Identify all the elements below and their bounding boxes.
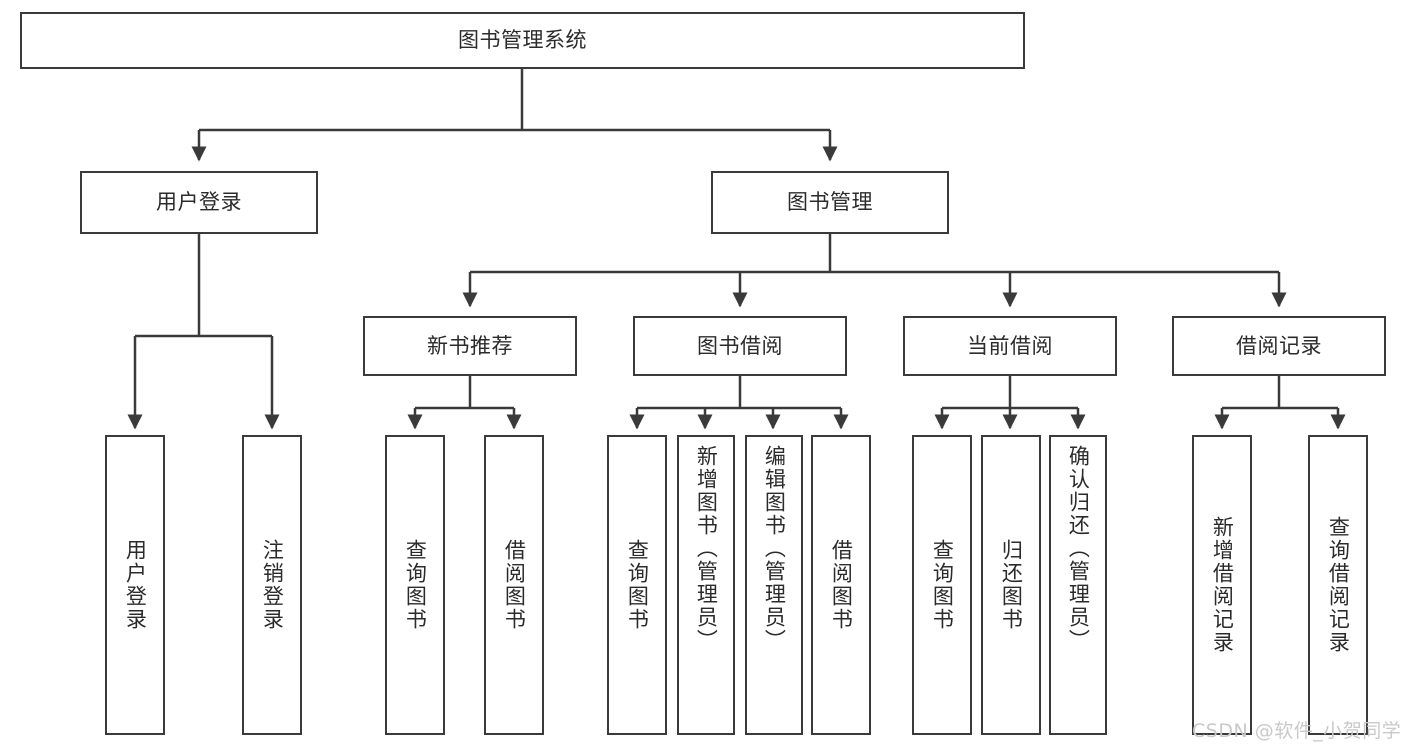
watermark-text: CSDN @软件_小贺同学 — [1192, 720, 1402, 742]
leaf-user-login-login[interactable]: 用户登录 — [105, 435, 165, 735]
node-label: 用户登录 — [156, 190, 242, 215]
node-label: 新增图书（管理员） — [694, 445, 719, 652]
node-label: 新增借阅记录 — [1210, 516, 1235, 654]
node-label: 注销登录 — [260, 539, 285, 631]
node-label: 新书推荐 — [427, 333, 513, 358]
node-label: 图书管理 — [787, 190, 873, 215]
leaf-book-borrow-edit-book-admin[interactable]: 编辑图书（管理员） — [745, 435, 803, 735]
node-label: 归还图书 — [999, 539, 1024, 631]
node-label: 确认归还（管理员） — [1066, 445, 1091, 652]
node-root-book-management-system[interactable]: 图书管理系统 — [20, 12, 1025, 69]
node-label: 查询图书 — [403, 539, 428, 631]
node-label: 查询图书 — [625, 539, 650, 631]
leaf-borrow-record-add-record[interactable]: 新增借阅记录 — [1192, 435, 1252, 735]
node-label: 当前借阅 — [967, 333, 1053, 358]
node-label: 查询图书 — [930, 539, 955, 631]
leaf-book-borrow-add-book-admin[interactable]: 新增图书（管理员） — [677, 435, 735, 735]
node-label: 借阅记录 — [1236, 333, 1322, 358]
node-book-borrow[interactable]: 图书借阅 — [633, 316, 847, 376]
node-book-management[interactable]: 图书管理 — [711, 171, 949, 234]
leaf-book-borrow-borrow-book[interactable]: 借阅图书 — [811, 435, 871, 735]
leaf-current-borrow-return-book[interactable]: 归还图书 — [981, 435, 1041, 735]
node-label: 借阅图书 — [829, 539, 854, 631]
leaf-current-borrow-confirm-return-admin[interactable]: 确认归还（管理员） — [1049, 435, 1107, 735]
node-new-book-recommend[interactable]: 新书推荐 — [363, 316, 577, 376]
node-user-login[interactable]: 用户登录 — [80, 171, 318, 234]
leaf-current-borrow-query-book[interactable]: 查询图书 — [912, 435, 972, 735]
node-borrow-record[interactable]: 借阅记录 — [1172, 316, 1386, 376]
csdn-watermark: CSDN @软件_小贺同学 — [1192, 716, 1401, 743]
node-label: 图书借阅 — [697, 333, 783, 358]
node-label: 图书管理系统 — [458, 28, 587, 53]
leaf-book-borrow-query-book[interactable]: 查询图书 — [607, 435, 667, 735]
node-current-borrow[interactable]: 当前借阅 — [903, 316, 1117, 376]
node-label: 用户登录 — [123, 539, 148, 631]
leaf-new-book-borrow-book[interactable]: 借阅图书 — [484, 435, 544, 735]
node-label: 查询借阅记录 — [1326, 516, 1351, 654]
node-label: 借阅图书 — [502, 539, 527, 631]
leaf-borrow-record-query-record[interactable]: 查询借阅记录 — [1308, 435, 1368, 735]
node-label: 编辑图书（管理员） — [762, 445, 787, 652]
leaf-user-login-logout[interactable]: 注销登录 — [242, 435, 302, 735]
leaf-new-book-query-book[interactable]: 查询图书 — [385, 435, 445, 735]
